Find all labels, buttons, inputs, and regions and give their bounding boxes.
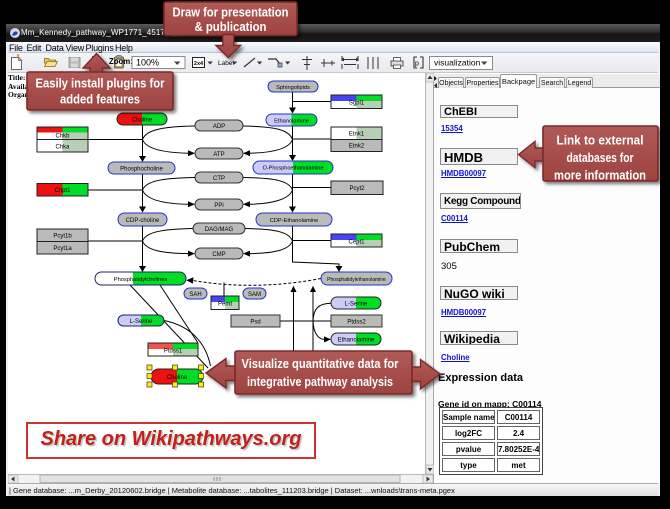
svg-text:CDP-choline: CDP-choline xyxy=(126,218,160,224)
svg-text:Pcyt1a: Pcyt1a xyxy=(53,246,72,252)
svg-text:& publication: & publication xyxy=(195,20,267,34)
svg-text:Zoom:: Zoom: xyxy=(109,57,133,66)
svg-text:L-Serine: L-Serine xyxy=(345,302,368,308)
svg-text:CMP: CMP xyxy=(212,252,225,258)
svg-text:Phosphatidylcholines: Phosphatidylcholines xyxy=(114,277,168,283)
svg-text:Chpt1: Chpt1 xyxy=(54,188,71,194)
svg-text:Phosphocholine: Phosphocholine xyxy=(120,167,163,173)
svg-text:Label: Label xyxy=(218,60,234,67)
svg-text:Cept1: Cept1 xyxy=(348,240,365,246)
svg-text:SAH: SAH xyxy=(189,292,201,298)
svg-text:databases for: databases for xyxy=(567,151,634,165)
svg-text:Link to external: Link to external xyxy=(557,134,644,148)
svg-text:Etnk2: Etnk2 xyxy=(349,144,365,150)
svg-text:Chkb: Chkb xyxy=(55,134,70,140)
svg-text:Sgpl1: Sgpl1 xyxy=(349,101,365,107)
svg-text:ADP: ADP xyxy=(213,124,225,130)
svg-text:CDP-Ethanolamine: CDP-Ethanolamine xyxy=(270,218,319,224)
svg-text:Ethanolamine: Ethanolamine xyxy=(274,119,309,125)
svg-text:added features: added features xyxy=(60,92,140,107)
svg-text:Ptdss1: Ptdss1 xyxy=(164,349,183,355)
svg-text:DAG/MAG: DAG/MAG xyxy=(205,227,234,233)
svg-text:100%: 100% xyxy=(136,58,159,68)
svg-text:Choline: Choline xyxy=(167,375,188,381)
svg-text:Etnk1: Etnk1 xyxy=(349,132,365,138)
svg-text:Phosphatidylethanolamine: Phosphatidylethanolamine xyxy=(327,277,386,283)
svg-text:O-Phosphoethanolamine: O-Phosphoethanolamine xyxy=(263,166,324,172)
svg-text:Easily install plugins for: Easily install plugins for xyxy=(36,76,165,91)
svg-text:Sphingolipids: Sphingolipids xyxy=(276,85,310,91)
svg-text:p: p xyxy=(415,61,419,68)
svg-text:L-Serine: L-Serine xyxy=(130,319,153,325)
svg-text:Choline: Choline xyxy=(132,118,153,124)
svg-text:integrative pathway analysis: integrative pathway analysis xyxy=(247,375,393,389)
svg-text:2x4: 2x4 xyxy=(194,61,204,67)
svg-text:Pcyt1b: Pcyt1b xyxy=(53,234,72,240)
svg-text:Draw for presentation: Draw for presentation xyxy=(173,6,289,20)
svg-text:CTP: CTP xyxy=(213,176,225,182)
svg-text:Pcyt2: Pcyt2 xyxy=(349,186,365,192)
svg-text:SAM: SAM xyxy=(248,292,261,298)
svg-text:Visualize quantitative data f: Visualize quantitative data for xyxy=(242,357,399,371)
svg-text:Ptdss2: Ptdss2 xyxy=(347,320,366,326)
svg-text:Pemt: Pemt xyxy=(218,302,232,308)
svg-text:more information: more information xyxy=(554,169,646,183)
svg-text:PPi: PPi xyxy=(214,203,223,209)
svg-text:ATP: ATP xyxy=(213,152,224,158)
svg-text:Psd: Psd xyxy=(250,320,260,326)
svg-text:Ethanolamine: Ethanolamine xyxy=(338,338,375,344)
svg-text:visualization: visualization xyxy=(434,58,481,68)
svg-text:Chka: Chka xyxy=(55,145,70,151)
